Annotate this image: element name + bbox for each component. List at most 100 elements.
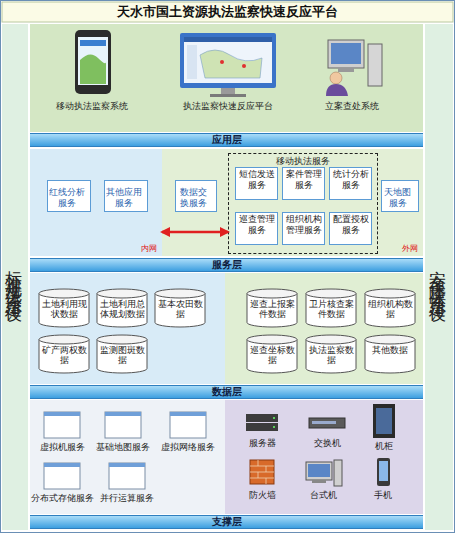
mobile-icon — [377, 458, 390, 486]
title: 天水市国土资源执法监察快速反应平台 — [0, 3, 455, 21]
monitor-map — [200, 50, 262, 78]
node-text: 标准规范体系建设 — [4, 257, 27, 297]
service-box: 配置授权服务 — [329, 212, 372, 245]
monitor-menubar — [184, 37, 272, 42]
firewall-bricks — [250, 460, 274, 484]
caption-label: 移动执法监察系统 — [37, 100, 147, 113]
phone-map — [80, 54, 106, 84]
map-point — [242, 64, 246, 68]
double-arrow — [162, 231, 228, 234]
cylinder-top — [97, 335, 147, 344]
window-icon — [109, 463, 145, 489]
node-text: 组织机构数据 — [367, 299, 413, 319]
caption-label: 交换机 — [272, 438, 382, 450]
node-text: 应用层 — [212, 133, 242, 147]
phone-icon — [75, 30, 111, 94]
layer-band: 数据层 — [30, 385, 423, 399]
server-led — [273, 426, 275, 428]
server-icon — [246, 414, 278, 422]
window-titlebar — [44, 412, 80, 416]
person-head — [330, 72, 342, 84]
node-text: 内网 — [141, 243, 157, 254]
caption-label: 防火墙 — [207, 490, 317, 502]
cylinder-top — [39, 289, 89, 298]
caption-label: 机柜 — [329, 441, 439, 453]
node-text: 其他数据 — [367, 345, 413, 355]
cylinder-body — [365, 294, 415, 328]
caption-label: 并行运算服务 — [72, 493, 182, 505]
window-titlebar — [170, 412, 206, 416]
database-cylinder: 巡查上报案件数据 — [246, 288, 298, 328]
node-text: 矿产两权数据 — [41, 345, 87, 365]
firewall-icon — [250, 460, 274, 484]
phone-screen — [78, 37, 108, 85]
pc-screen — [308, 464, 330, 477]
cylinder-body — [306, 294, 356, 328]
node-text: 短信发送服务 — [236, 169, 277, 197]
node-text: 服务层 — [212, 258, 242, 272]
rack-icon — [373, 404, 395, 438]
database-cylinder: 土地利用总体规划数据 — [96, 288, 148, 328]
service-box: 天地图服务 — [381, 180, 419, 212]
cylinder-body — [306, 340, 356, 374]
window-icon — [44, 463, 80, 489]
node-text: 数据交换服务 — [176, 187, 211, 209]
service-box: 巡查管理服务 — [235, 212, 278, 245]
server-icon — [246, 423, 278, 431]
node-text: 安全保障体系建设 — [428, 257, 451, 297]
window-icon — [105, 412, 141, 438]
database-cylinder: 其他数据 — [364, 334, 416, 374]
caption-label: 立案查处系统 — [297, 100, 407, 113]
layer-band: 服务层 — [30, 258, 423, 272]
rack-door — [376, 408, 392, 434]
caption-label: 台式机 — [268, 490, 378, 502]
cylinder-top — [247, 289, 297, 298]
cylinder-top — [365, 289, 415, 298]
database-cylinder: 基本农田数据 — [154, 288, 206, 328]
person-body — [326, 84, 348, 96]
cylinder-body — [97, 294, 147, 328]
cylinder-top — [39, 335, 89, 344]
cylinder-top — [247, 335, 297, 344]
pc-stand — [312, 480, 326, 483]
mobile-screen — [379, 461, 388, 481]
cylinder-body — [247, 294, 297, 328]
side-band: 安全保障体系建设 — [425, 24, 453, 530]
data-left — [30, 273, 225, 384]
monitor-stand — [221, 88, 235, 94]
window-icon — [44, 412, 80, 438]
desktop-monitor — [328, 40, 364, 68]
data-right — [225, 273, 423, 384]
database-cylinder: 执法监察数据 — [305, 334, 357, 374]
node-text: 巡查坐标数据 — [249, 345, 295, 365]
cylinder-body — [365, 340, 415, 374]
monitor-base — [210, 94, 246, 97]
switch-ports — [312, 421, 336, 424]
cylinder-body — [155, 294, 205, 328]
phone-bar — [80, 40, 106, 46]
cylinder-body — [247, 340, 297, 374]
network-zone: 外网数据交换服务移动执法服务短信发送服务案件管理服务统计分析服务巡查管理服务组织… — [162, 149, 423, 256]
node-text: 外网 — [402, 243, 418, 254]
window-icon — [170, 412, 206, 438]
window-titlebar — [109, 463, 145, 467]
database-cylinder: 监测图斑数据 — [96, 334, 148, 374]
caption-label: 虚拟网络服务 — [133, 442, 243, 454]
cylinder-top — [155, 289, 205, 298]
desktop-stand — [338, 68, 354, 72]
window-titlebar — [44, 463, 80, 467]
service-box: 统计分析服务 — [329, 167, 372, 200]
node-text: 基本农田数据 — [157, 299, 203, 319]
window-titlebar — [105, 412, 141, 416]
service-box: 数据交换服务 — [175, 180, 217, 212]
side-band: 标准规范体系建设 — [2, 24, 28, 530]
cylinder-top — [365, 335, 415, 344]
node-text: 案件管理服务 — [283, 169, 324, 197]
cylinder-body — [97, 340, 147, 374]
node-text: 配置授权服务 — [330, 214, 371, 242]
pc-monitor — [306, 462, 332, 480]
node-text: 卫片核查案件数据 — [308, 299, 354, 319]
node-text: 执法监察数据 — [308, 345, 354, 365]
